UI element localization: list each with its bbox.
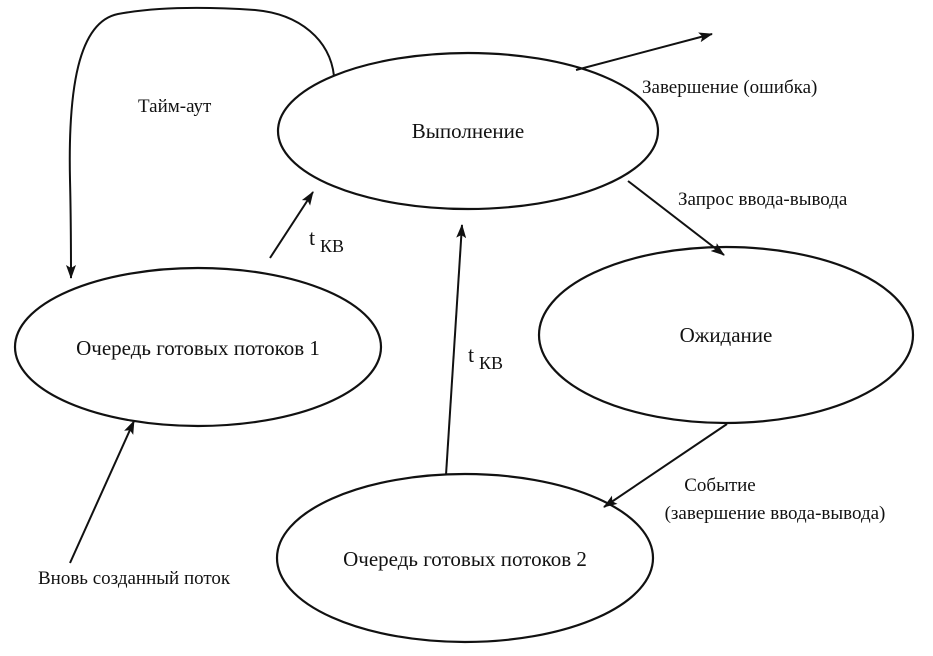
- edge-timeout-arrow: [65, 6, 335, 279]
- edge-io-request-arrow: [627, 180, 725, 256]
- edge-new-thread-label: Вновь созданный поток: [38, 568, 231, 589]
- node-waiting: Ожидание: [537, 245, 915, 425]
- edge-event-label-line2: (завершение ввода-вывода): [665, 503, 886, 524]
- node-ready-queue-2: Очередь готовых потоков 2: [275, 472, 655, 644]
- edge-termination-arrow: [575, 32, 713, 71]
- edge-quantum-1-arrow: [269, 191, 314, 259]
- node-running: Выполнение: [276, 51, 660, 211]
- edge-event-label-line1: Событие: [684, 475, 756, 496]
- quantum-1-symbol: t: [309, 225, 315, 250]
- edge-new-thread-arrow: [69, 420, 135, 564]
- node-ready-queue-1: Очередь готовых потоков 1: [13, 266, 383, 428]
- edge-timeout-label: Тайм-аут: [138, 96, 212, 117]
- quantum-1-subscript: КВ: [320, 236, 344, 256]
- quantum-2-symbol: t: [468, 342, 474, 367]
- edge-termination-label: Завершение (ошибка): [642, 77, 817, 98]
- node-waiting-label: Ожидание: [680, 323, 773, 347]
- quantum-2-subscript: КВ: [479, 353, 503, 373]
- node-ready-queue-2-label: Очередь готовых потоков 2: [343, 547, 587, 571]
- edge-quantum-2-arrow: [445, 224, 467, 476]
- edge-io-request-label: Запрос ввода-вывода: [678, 189, 848, 210]
- edge-quantum-1-label: t КВ: [309, 225, 344, 256]
- node-ready-queue-1-label: Очередь готовых потоков 1: [76, 336, 320, 360]
- edge-event-arrow: [603, 423, 728, 508]
- edge-quantum-2-label: t КВ: [468, 342, 503, 373]
- node-running-label: Выполнение: [412, 119, 524, 143]
